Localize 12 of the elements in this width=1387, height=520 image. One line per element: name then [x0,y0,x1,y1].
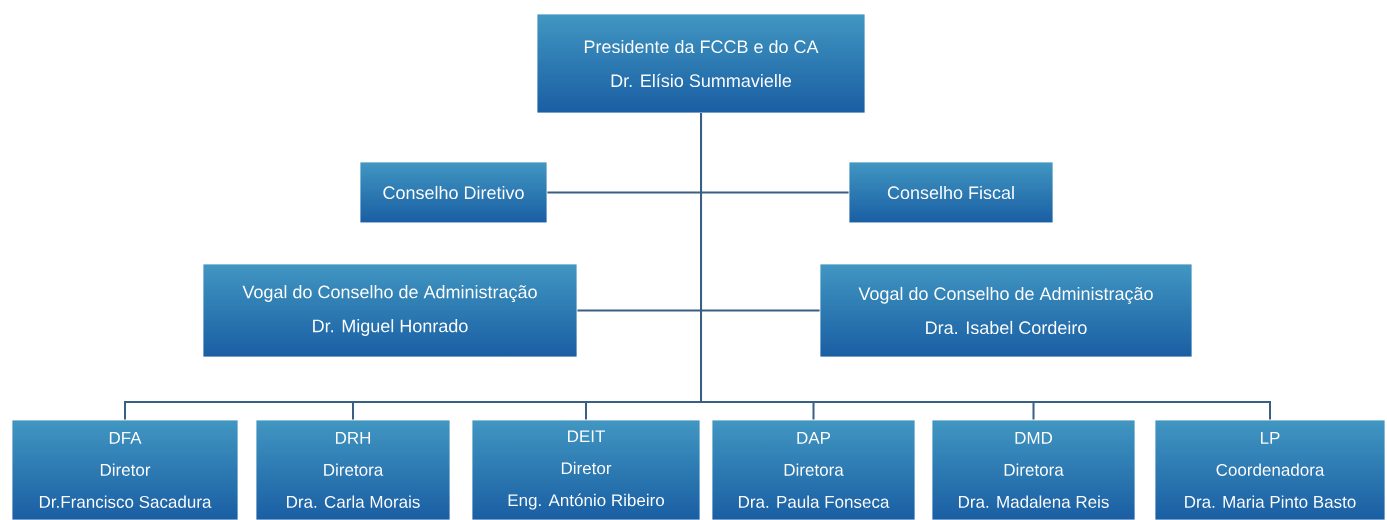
org-box: DAP Diretora Dra. Paula Fonseca [711,419,916,520]
org-box: LP Coordenadora Dra. Maria Pinto Basto [1154,419,1386,520]
org-box: Vogal do Conselho de Administração Dr. Miguel Honrado [202,263,578,358]
org-box: Conselho Diretivo [359,161,548,224]
org-box: DMD Diretora Dra. Madalena Reis [931,419,1136,520]
org-box: Conselho Fiscal [848,161,1054,224]
org-box: Vogal do Conselho de Administração Dra. Isabel Cordeiro [819,263,1193,358]
org-box: Presidente da FCCB e do CA Dr. Elísio Summavielle [536,13,866,114]
connector-line [700,112,1271,421]
org-box: DRH Diretora Dra. Carla Morais [255,419,451,520]
org-box: DFA Diretor Dr.Francisco Sacadura [11,419,239,520]
org-box: DEIT Diretor Eng. António Ribeiro [471,419,701,520]
